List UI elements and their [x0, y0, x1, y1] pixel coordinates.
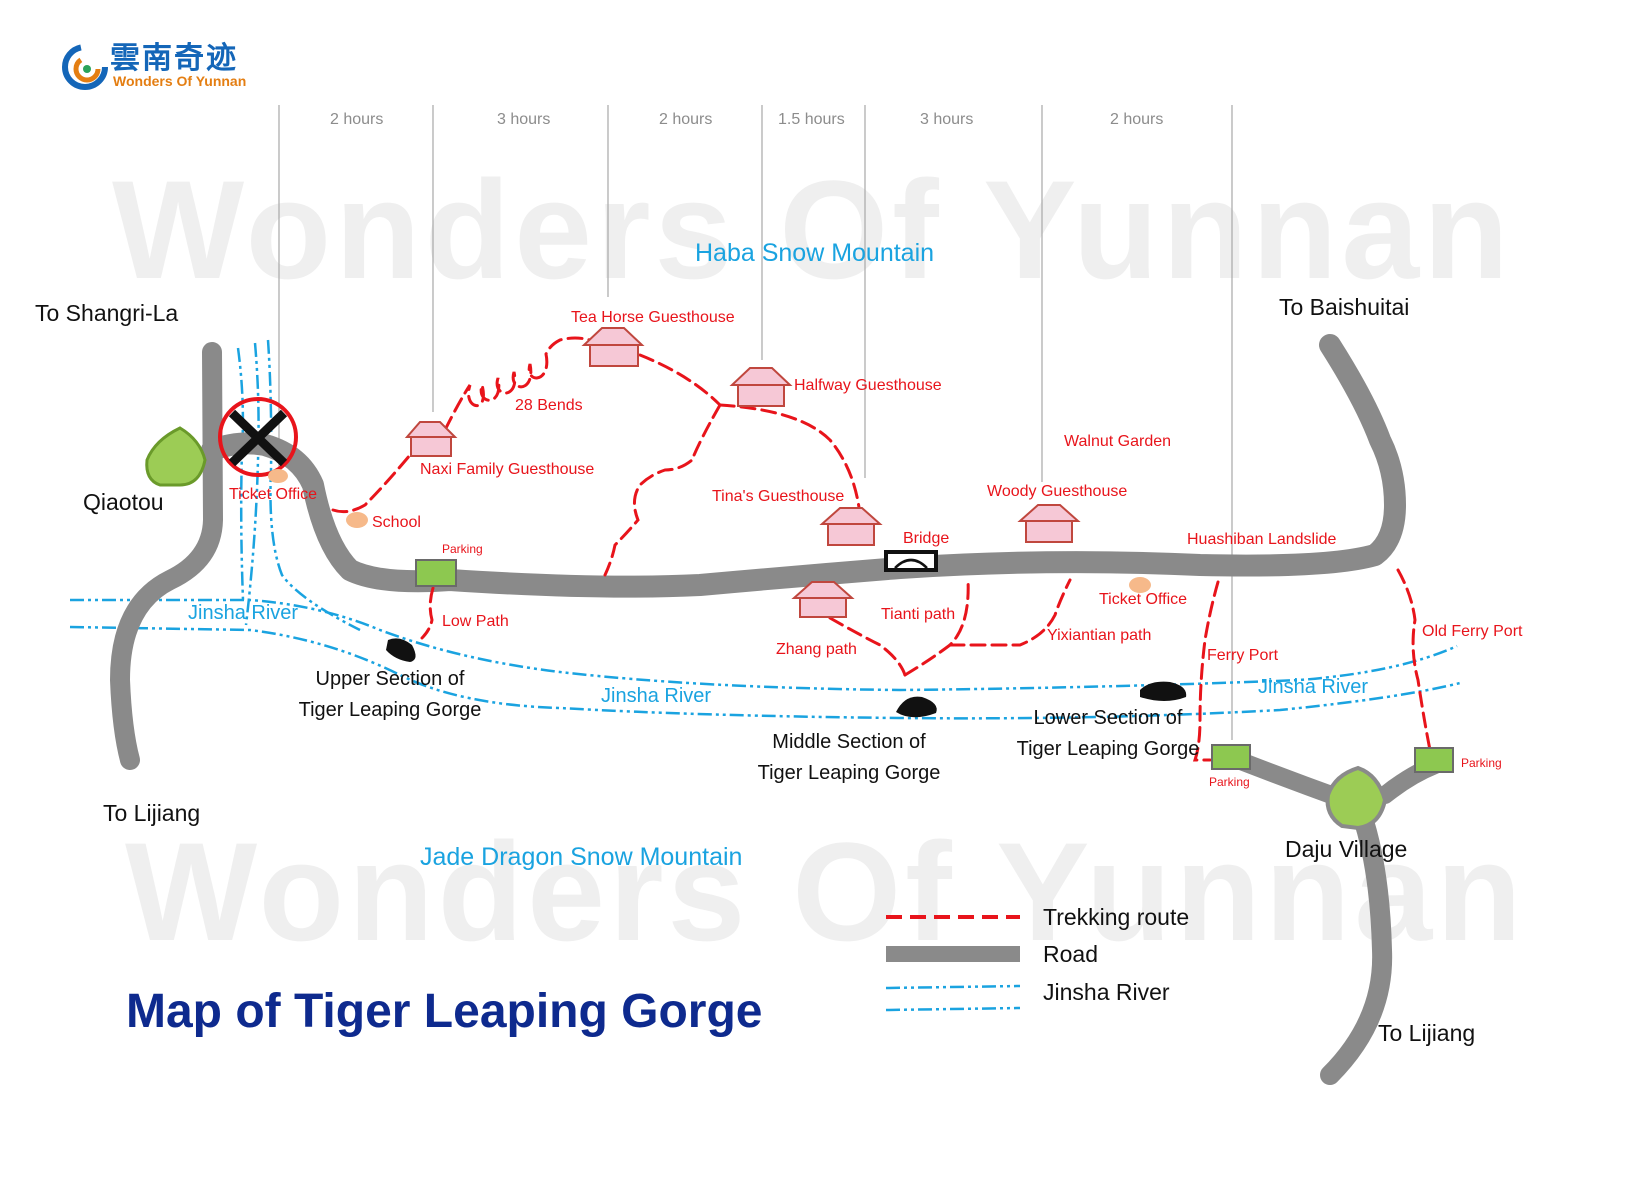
trekking-route — [331, 336, 1432, 762]
middle-gorge-rock-icon — [896, 696, 937, 718]
duration-label: 1.5 hours — [778, 111, 845, 128]
place-yixiantian-path: Yixiantian path — [1047, 627, 1152, 644]
river-tributary-middle — [244, 342, 260, 626]
guesthouse-halfway: Halfway Guesthouse — [794, 377, 942, 394]
place-tianti-path: Tianti path — [881, 606, 956, 623]
trek-old-ferry-port — [1396, 568, 1432, 752]
duration-dividers — [278, 105, 1233, 740]
trek-tianti-path — [903, 578, 970, 677]
gorge-section-middle: Middle Section of Tiger Leaping Gorge — [729, 727, 969, 789]
house-icon-woody — [1017, 504, 1081, 543]
place-huashiban-landslide: Huashiban Landslide — [1187, 531, 1337, 548]
place-zhang-path: Zhang path — [776, 641, 857, 658]
duration-label: 2 hours — [659, 111, 713, 128]
place-low-path: Low Path — [442, 613, 509, 630]
house-icon-naxi — [404, 421, 458, 457]
house-icon-tea-horse — [581, 327, 645, 367]
lower-gorge-rock-icon — [1140, 681, 1187, 701]
village-daju: Daju Village — [1285, 836, 1408, 862]
closed-x-icon — [218, 397, 298, 477]
parking-upper-icon — [415, 559, 457, 587]
river-label-west: Jinsha River — [188, 602, 299, 624]
place-parking-upper: Parking — [442, 542, 483, 556]
gorge-section-middle-line1: Middle Section of — [772, 731, 926, 753]
trek-zhang-path — [828, 616, 907, 677]
legend-trekking-label: Trekking route — [1043, 904, 1190, 930]
legend-river-label: Jinsha River — [1043, 979, 1170, 1005]
bridge-icon — [884, 550, 938, 572]
guesthouse-naxi: Naxi Family Guesthouse — [420, 461, 595, 478]
swirl-logo-icon — [62, 44, 108, 90]
river-tributary-east — [266, 339, 361, 632]
place-bridge: Bridge — [903, 530, 950, 547]
river-south-bank — [69, 625, 1461, 720]
house-icon-halfway — [729, 367, 793, 407]
parking-ferry-icon — [1211, 744, 1251, 770]
duration-label: 2 hours — [330, 111, 384, 128]
trek-low-path — [420, 586, 435, 640]
house-icon-tinas — [819, 507, 883, 546]
river-label-middle: Jinsha River — [601, 685, 712, 707]
gorge-section-upper-line2: Tiger Leaping Gorge — [298, 699, 482, 721]
direction-baishuitai: To Baishuitai — [1279, 294, 1410, 320]
trek-halfway-descent — [603, 403, 722, 577]
legend-river-swatch — [885, 984, 1021, 1012]
village-qiaotou: Qiaotou — [83, 489, 164, 515]
guesthouse-tea-horse: Tea Horse Guesthouse — [571, 309, 735, 326]
trek-teahorse-to-halfway — [638, 353, 722, 407]
place-old-ferry-port: Old Ferry Port — [1422, 623, 1523, 640]
house-icon-zhang — [791, 581, 855, 618]
logo-english: Wonders Of Yunnan — [113, 73, 247, 89]
mountain-label-jade-dragon: Jade Dragon Snow Mountain — [420, 843, 743, 871]
ticket-office-dot — [268, 469, 288, 483]
qiaotou-village-marker — [145, 426, 207, 487]
daju-village-marker — [1325, 765, 1388, 831]
legend-road-label: Road — [1043, 941, 1098, 967]
guesthouse-woody: Woody Guesthouse — [987, 483, 1128, 500]
school-dot — [346, 512, 368, 528]
trek-ferry-port — [1192, 580, 1220, 762]
ticket-office-east-dot — [1129, 577, 1151, 593]
river-label-east: Jinsha River — [1258, 676, 1369, 698]
place-ticket-office-east: Ticket Office — [1099, 591, 1188, 608]
trek-yixiantian — [948, 578, 1072, 647]
place-ferry-port: Ferry Port — [1207, 647, 1279, 664]
duration-label: 3 hours — [497, 111, 551, 128]
mountain-label-haba: Haba Snow Mountain — [695, 239, 935, 267]
place-ticket-office-west: Ticket Office — [229, 486, 318, 503]
road-main — [201, 334, 1406, 598]
gorge-section-upper-line1: Upper Section of — [315, 668, 465, 690]
duration-label: 2 hours — [1110, 111, 1164, 128]
trek-halfway-to-tinas — [718, 403, 862, 517]
place-walnut-garden: Walnut Garden — [1064, 433, 1172, 450]
map-title: Map of Tiger Leaping Gorge — [126, 985, 763, 1038]
direction-lijiang-west: To Lijiang — [103, 800, 201, 826]
gorge-section-lower: Lower Section of Tiger Leaping Gorge — [988, 703, 1228, 765]
gorge-section-lower-line2: Tiger Leaping Gorge — [1016, 738, 1200, 760]
road-to-shangrila — [110, 342, 223, 770]
place-parking-ferry: Parking — [1209, 775, 1250, 789]
upper-gorge-rock-icon — [386, 638, 416, 662]
trek-28-bends — [443, 336, 592, 432]
river-north-bank — [70, 598, 1458, 692]
road-to-lijiang-east — [1320, 805, 1393, 1085]
guesthouse-tinas: Tina's Guesthouse — [712, 488, 845, 505]
river-tributary-west — [236, 347, 245, 601]
gorge-section-middle-line2: Tiger Leaping Gorge — [757, 762, 941, 784]
gorge-section-upper: Upper Section of Tiger Leaping Gorge — [270, 664, 510, 726]
place-parking-old-ferry: Parking — [1461, 756, 1502, 770]
place-school: School — [372, 514, 421, 531]
watermark-top: Wonders Of Yunnan — [112, 151, 1513, 308]
direction-shangrila: To Shangri-La — [35, 300, 179, 326]
duration-label: 3 hours — [920, 111, 974, 128]
logo-chinese: 雲南奇迹 — [110, 41, 238, 76]
parking-old-ferry-icon — [1414, 747, 1454, 773]
gorge-section-lower-line1: Lower Section of — [1033, 707, 1183, 729]
place-28-bends: 28 Bends — [515, 397, 583, 414]
watermark-bottom: Wonders Of Yunnan — [125, 813, 1526, 970]
direction-lijiang-east: To Lijiang — [1378, 1020, 1476, 1046]
